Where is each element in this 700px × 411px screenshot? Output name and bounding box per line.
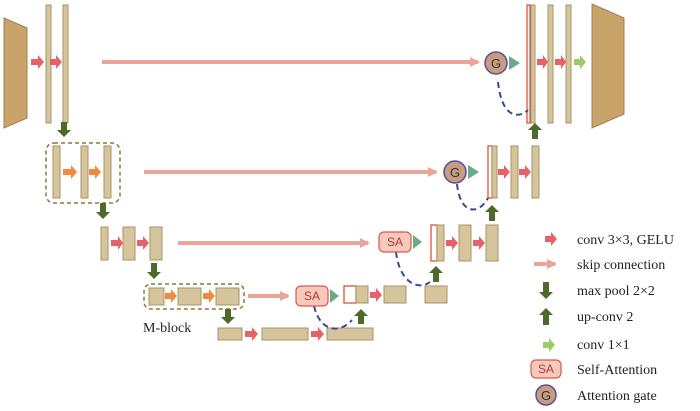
feature-map <box>436 224 445 262</box>
legend-label: Attention gate <box>577 389 657 404</box>
attention-path <box>456 183 489 211</box>
feature-map <box>80 145 89 199</box>
feature-map <box>177 287 202 306</box>
sa-box-icon <box>530 359 562 379</box>
svg-text:G: G <box>491 56 501 71</box>
feature-map <box>261 327 309 341</box>
upconv-arrows <box>354 123 542 324</box>
conv-arrows <box>31 55 566 341</box>
attention-gate: G <box>484 51 520 75</box>
feature-map <box>103 145 112 199</box>
feature-map <box>383 285 407 304</box>
legend: conv 3×3, GELU skip connection max pool … <box>530 232 674 406</box>
feature-map <box>565 4 572 124</box>
concat-feature-map <box>487 145 493 199</box>
self-attention-block: SA <box>295 285 339 307</box>
conv-arrow-icon <box>545 232 557 246</box>
legend-label: Self-Attention <box>577 363 657 378</box>
feature-map <box>491 145 498 199</box>
concat-feature-map <box>526 4 531 124</box>
up-arrow-icon <box>539 308 553 325</box>
legend-item-attention-gate: G Attention gate <box>535 384 657 406</box>
legend-label: skip connection <box>577 258 665 273</box>
feature-map <box>547 4 554 124</box>
attention-path <box>395 251 431 287</box>
maxpool-arrows <box>57 122 235 324</box>
legend-label: up-conv 2 <box>577 310 633 325</box>
feature-map <box>148 287 165 306</box>
output-segmentation <box>591 3 625 129</box>
input-image <box>3 17 28 129</box>
feature-map <box>326 327 374 341</box>
svg-text:SA: SA <box>304 289 320 303</box>
gate-circle-icon-text: G <box>541 388 551 403</box>
attention-gate: G <box>443 160 479 184</box>
feature-map <box>100 226 109 261</box>
final-conv-arrow <box>574 55 586 69</box>
feature-map <box>215 287 240 306</box>
legend-label: max pool 2×2 <box>577 284 655 299</box>
feature-map <box>530 4 536 124</box>
concat-feature-map <box>430 224 438 262</box>
m-block-group <box>143 283 245 310</box>
legend-item-self-attention: SA Self-Attention <box>530 359 657 379</box>
feature-map <box>485 224 499 262</box>
m-block-arrows <box>63 165 215 303</box>
feature-map <box>52 145 61 199</box>
feature-map <box>531 145 540 199</box>
legend-item-conv: conv 3×3, GELU <box>545 232 674 248</box>
feature-map <box>510 145 519 199</box>
concat-feature-map <box>343 285 357 304</box>
feature-map <box>149 226 163 261</box>
legend-item-final-conv: conv 1×1 <box>543 338 630 353</box>
legend-item-upconv: up-conv 2 <box>539 308 633 325</box>
legend-item-skip: skip connection <box>534 258 665 273</box>
feature-map <box>62 4 69 124</box>
attention-path <box>497 81 529 116</box>
final-conv-arrow-icon <box>543 338 555 352</box>
legend-label: conv 1×1 <box>577 338 630 353</box>
feature-map <box>424 285 448 304</box>
gate-circle-icon <box>535 384 557 406</box>
sa-box-icon-text: SA <box>538 362 554 376</box>
m-block-label: M-block <box>143 321 191 336</box>
legend-label: conv 3×3, GELU <box>577 233 674 248</box>
feature-map <box>355 285 369 304</box>
svg-text:G: G <box>450 165 460 180</box>
feature-map <box>217 327 243 341</box>
attention-path <box>313 305 353 330</box>
svg-text:SA: SA <box>387 235 403 249</box>
feature-map <box>122 226 136 261</box>
feature-map <box>458 224 472 262</box>
legend-item-maxpool: max pool 2×2 <box>539 282 655 299</box>
down-arrow-icon <box>539 282 553 299</box>
m-block-group <box>45 142 121 204</box>
self-attention-block: SA <box>378 231 422 253</box>
